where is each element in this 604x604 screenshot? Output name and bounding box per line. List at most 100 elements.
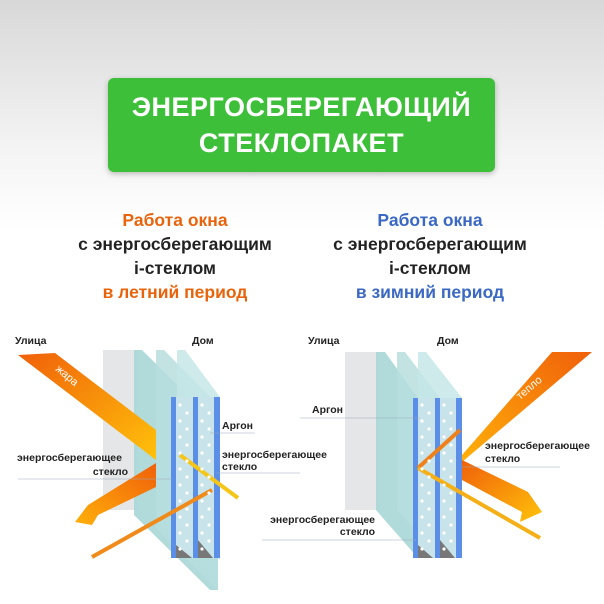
argon-bubble <box>200 451 204 455</box>
argon-bubble <box>442 499 446 503</box>
summer-heading: Работа окна с энергосберегающим i-стекло… <box>35 208 315 304</box>
glass-label: энергосберегающее <box>17 452 122 464</box>
argon-bubble <box>420 531 424 535</box>
argon-bubble <box>420 403 424 407</box>
argon-bubble <box>442 435 446 439</box>
argon-label: Аргон <box>312 404 343 416</box>
argon-bubble <box>185 459 189 463</box>
glass-label: стекло <box>93 466 128 478</box>
argon-bubble <box>427 459 431 463</box>
argon-bubble <box>420 467 424 471</box>
argon-bubble <box>185 427 189 431</box>
winter-line1: Работа окна <box>377 210 483 230</box>
summer-line1: Работа окна <box>122 210 228 230</box>
argon-bubble <box>420 419 424 423</box>
title-line2: СТЕКЛОПАКЕТ <box>198 128 405 158</box>
reflect-arrow <box>75 463 156 525</box>
argon-bubble <box>200 547 204 551</box>
argon-bubble <box>185 523 189 527</box>
argon-bubble <box>449 459 453 463</box>
argon-bubble <box>200 467 204 471</box>
argon-bubble <box>207 539 211 543</box>
glass-bar <box>214 397 220 558</box>
argon-bubble <box>449 475 453 479</box>
winter-diagram: Улица Дом тепло Аргон энергосберегающее … <box>262 335 592 558</box>
glass-bar <box>456 398 462 558</box>
spacer <box>440 540 455 558</box>
argon-bubble <box>185 443 189 447</box>
argon-bubble <box>178 403 182 407</box>
summer-line3: i-стеклом <box>134 258 216 278</box>
argon-bubble <box>185 491 189 495</box>
argon-bubble <box>200 515 204 519</box>
home-label: Дом <box>437 335 459 347</box>
argon-bubble <box>178 451 182 455</box>
spacer <box>198 540 213 558</box>
argon-bubble <box>449 427 453 431</box>
argon-bubble <box>449 491 453 495</box>
argon-label: Аргон <box>222 420 253 432</box>
argon-bubble <box>207 475 211 479</box>
argon-bubble <box>449 411 453 415</box>
argon-bubble <box>442 515 446 519</box>
heat-arrow <box>18 353 156 460</box>
outer-pane <box>345 352 379 510</box>
argon-bubble <box>207 491 211 495</box>
winter-line2: с энергосберегающим <box>333 234 527 254</box>
argon-bubble <box>420 435 424 439</box>
argon-bubble <box>442 531 446 535</box>
argon-bubble <box>207 411 211 415</box>
winter-line4: в зимний период <box>355 282 505 302</box>
argon-bubble <box>427 523 431 527</box>
argon-bubble <box>178 531 182 535</box>
argon-bubble <box>420 515 424 519</box>
argon-bubble <box>427 539 431 543</box>
argon-bubble <box>207 427 211 431</box>
heat-arrow <box>462 352 592 462</box>
ray <box>416 428 462 470</box>
glass-label: энергосберегающее <box>222 449 327 461</box>
argon-bubble <box>207 507 211 511</box>
argon-bubble <box>427 475 431 479</box>
home-label: Дом <box>192 335 214 347</box>
argon-bubble <box>427 411 431 415</box>
glass-label: стекло <box>485 453 520 465</box>
argon-bubble <box>427 491 431 495</box>
argon-bubble <box>449 507 453 511</box>
argon-bubble <box>178 547 182 551</box>
argon-bubble <box>185 411 189 415</box>
argon-bubble <box>200 483 204 487</box>
summer-line2: с энергосберегающим <box>78 234 272 254</box>
argon-bubble <box>449 443 453 447</box>
argon-bubble <box>200 403 204 407</box>
argon-bubble <box>178 419 182 423</box>
winter-line3: i-стеклом <box>389 258 471 278</box>
title-line1: ЭНЕРГОСБЕРЕГАЮЩИЙ <box>131 92 472 122</box>
argon-bubble <box>185 539 189 543</box>
argon-bubble <box>178 467 182 471</box>
argon-bubble <box>200 531 204 535</box>
argon-bubble <box>420 499 424 503</box>
glass-label: энергосберегающее <box>485 440 590 452</box>
title-banner: ЭНЕРГОСБЕРЕГАЮЩИЙ СТЕКЛОПАКЕТ <box>108 78 495 172</box>
argon-bubble <box>427 443 431 447</box>
street-label: Улица <box>308 335 340 347</box>
argon-bubble <box>449 523 453 527</box>
argon-bubble <box>442 419 446 423</box>
argon-bubble <box>427 427 431 431</box>
argon-bubble <box>442 467 446 471</box>
argon-bubble <box>200 419 204 423</box>
glass-bar <box>193 397 198 558</box>
argon-bubble <box>207 523 211 527</box>
argon-bubble <box>207 459 211 463</box>
argon-bubble <box>420 547 424 551</box>
argon-bubble <box>442 483 446 487</box>
argon-bubble <box>178 483 182 487</box>
argon-bubble <box>178 499 182 503</box>
argon-bubble <box>442 403 446 407</box>
argon-bubble <box>207 443 211 447</box>
argon-bubbles <box>178 403 453 551</box>
summer-diagram: Улица Дом жара Аргон энергосберегающее с… <box>15 335 327 590</box>
glass-label: стекло <box>222 461 257 473</box>
